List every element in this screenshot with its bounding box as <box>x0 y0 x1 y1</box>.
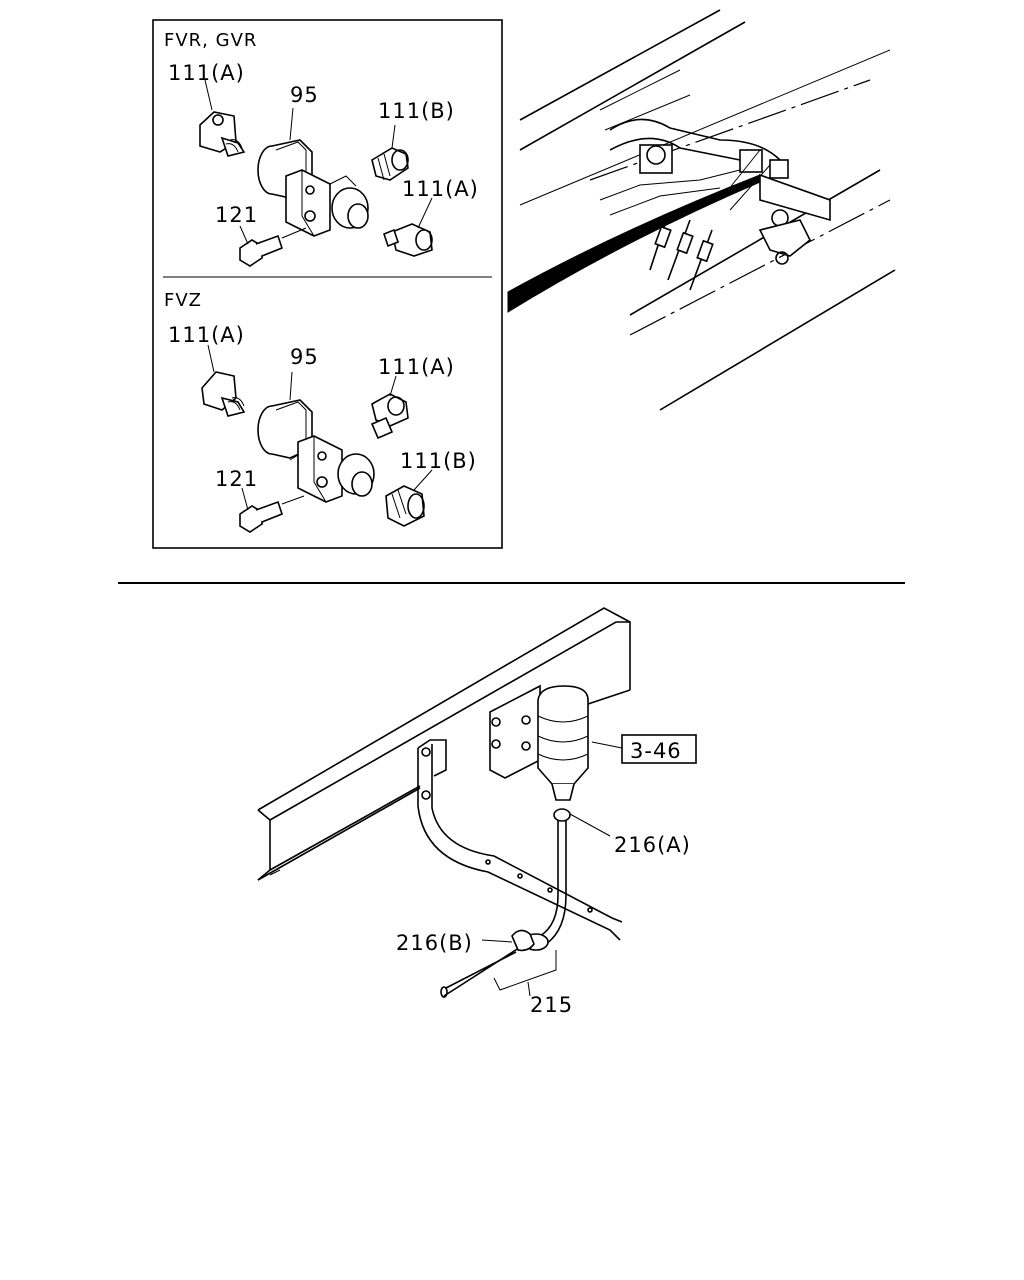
label-111a-right-bottom: 111(A) <box>378 355 455 379</box>
label-111a-left-top: 111(A) <box>168 61 245 85</box>
label-111a-left-bottom: 111(A) <box>168 323 245 347</box>
label-ref-3-46: 3-46 <box>630 739 682 763</box>
bolt-121-top <box>239 227 307 267</box>
valve-95-top <box>257 139 369 237</box>
label-121-bottom: 121 <box>215 467 258 491</box>
fitting-111a-right-bottom <box>370 393 409 440</box>
label-95-top: 95 <box>290 83 319 107</box>
label-95-bottom: 95 <box>290 345 319 369</box>
inset-panel <box>152 19 503 549</box>
fitting-111a-left-bottom <box>201 371 246 417</box>
chassis-overview-illustration <box>507 9 896 411</box>
variant-bottom: FVZ <box>164 290 477 533</box>
fitting-111b-top <box>371 147 409 181</box>
frame-tank-illustration: 3-46 216(A) 216(B) 215 <box>257 607 697 1017</box>
valve-95-bottom <box>257 399 375 503</box>
fitting-111a-right-top <box>383 223 433 257</box>
label-111a-right-top: 111(A) <box>402 177 479 201</box>
variant-top: FVR, GVR <box>164 30 479 267</box>
label-216a: 216(A) <box>614 833 691 857</box>
label-121-top: 121 <box>215 203 258 227</box>
fitting-111a-left-top <box>199 111 246 157</box>
label-111b-bottom: 111(B) <box>400 449 477 473</box>
reference-box <box>621 734 697 764</box>
label-111b-top: 111(B) <box>378 99 455 123</box>
fitting-111b-bottom <box>385 485 425 527</box>
label-216b: 216(B) <box>396 931 473 955</box>
variant-label-fvz: FVZ <box>164 290 202 311</box>
label-215: 215 <box>530 993 573 1017</box>
bolt-121-bottom <box>239 495 305 533</box>
variant-label-fvr-gvr: FVR, GVR <box>164 30 257 51</box>
